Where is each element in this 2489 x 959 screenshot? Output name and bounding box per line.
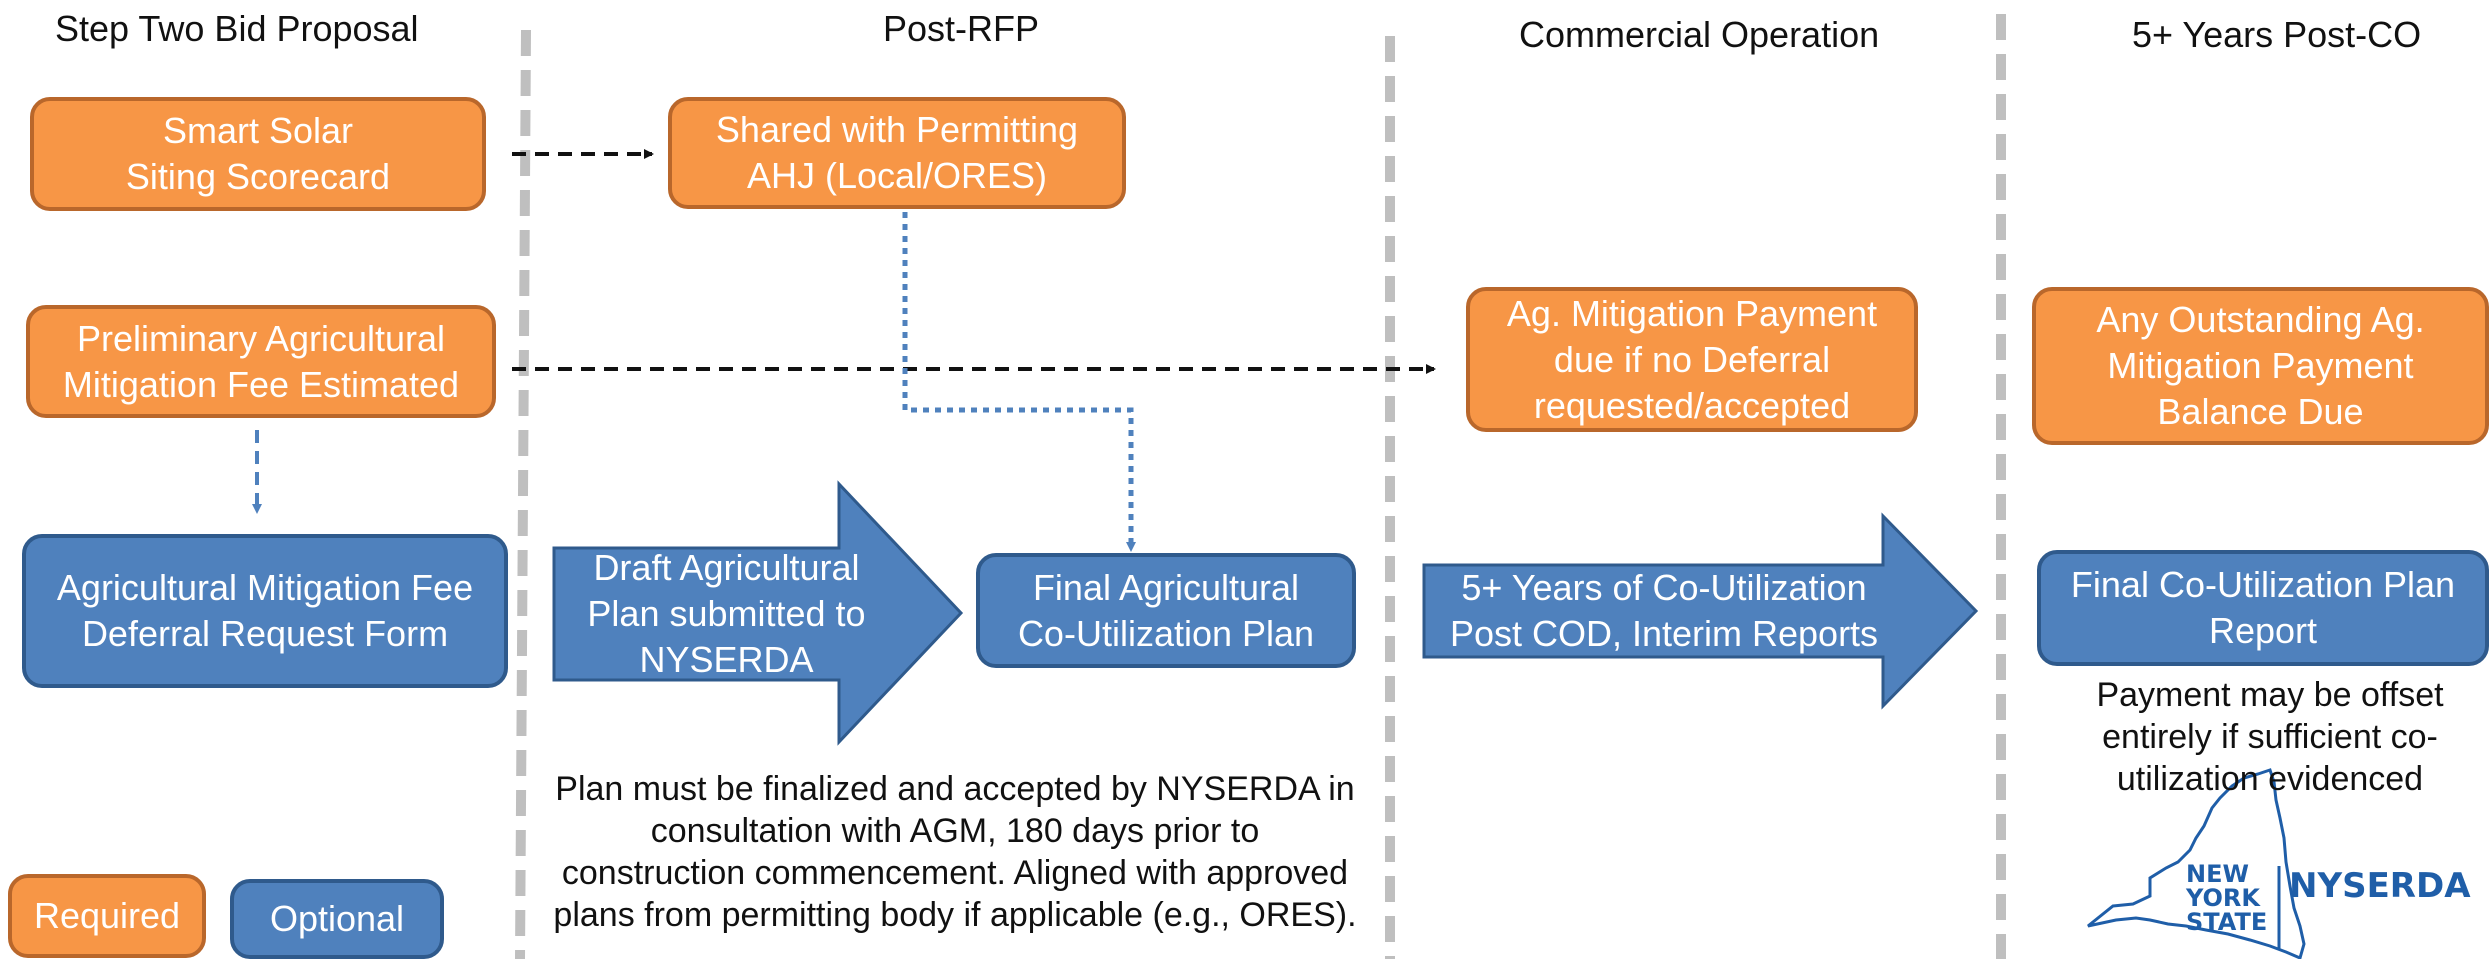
five-years-arrow (1422, 512, 1979, 710)
final-co-utilization-plan-box: Final Agricultural Co-Utilization Plan (976, 553, 1356, 668)
header-commercial-operation: Commercial Operation (1519, 14, 1880, 55)
outstanding-balance-box: Any Outstanding Ag. Mitigation Payment B… (2032, 287, 2489, 445)
logo-nyserda: NYSERDA (2289, 866, 2471, 906)
payment-offset-note: Payment may be offset entirely if suffic… (2096, 676, 2444, 798)
smart-solar-scorecard-box: Smart Solar Siting Scorecard (30, 97, 486, 211)
deferral-request-form-box: Agricultural Mitigation Fee Deferral Req… (22, 534, 508, 688)
header-five-years: 5+ Years Post-CO (2132, 14, 2422, 55)
divider-1 (515, 29, 531, 959)
shared-with-permitting-box: Shared with Permitting AHJ (Local/ORES) (668, 97, 1126, 209)
logo-state-line-3: STATE (2186, 908, 2268, 936)
ny-state-outline-icon (2087, 768, 2306, 959)
legend-optional: Optional (230, 879, 444, 959)
header-step-two: Step Two Bid Proposal (55, 8, 419, 49)
final-report-box: Final Co-Utilization Plan Report (2037, 550, 2489, 666)
plan-finalized-note: Plan must be finalized and accepted by N… (553, 770, 1357, 934)
draft-plan-label: Draft Agricultural Plan submitted to NYS… (587, 547, 866, 680)
logo-state-line-1: NEW (2186, 860, 2249, 888)
header-post-rfp: Post-RFP (883, 8, 1040, 49)
draft-plan-arrow (552, 480, 964, 746)
logo-state-line-2: YORK (2186, 884, 2261, 912)
five-years-reports-label: 5+ Years of Co-Utilization Post COD, Int… (1449, 567, 1879, 654)
preliminary-fee-box: Preliminary Agricultural Mitigation Fee … (26, 305, 496, 418)
connector-permitting-to-final-plan (902, 212, 1136, 552)
ag-mitigation-payment-box: Ag. Mitigation Payment due if no Deferra… (1466, 287, 1918, 432)
legend-required: Required (8, 874, 206, 958)
